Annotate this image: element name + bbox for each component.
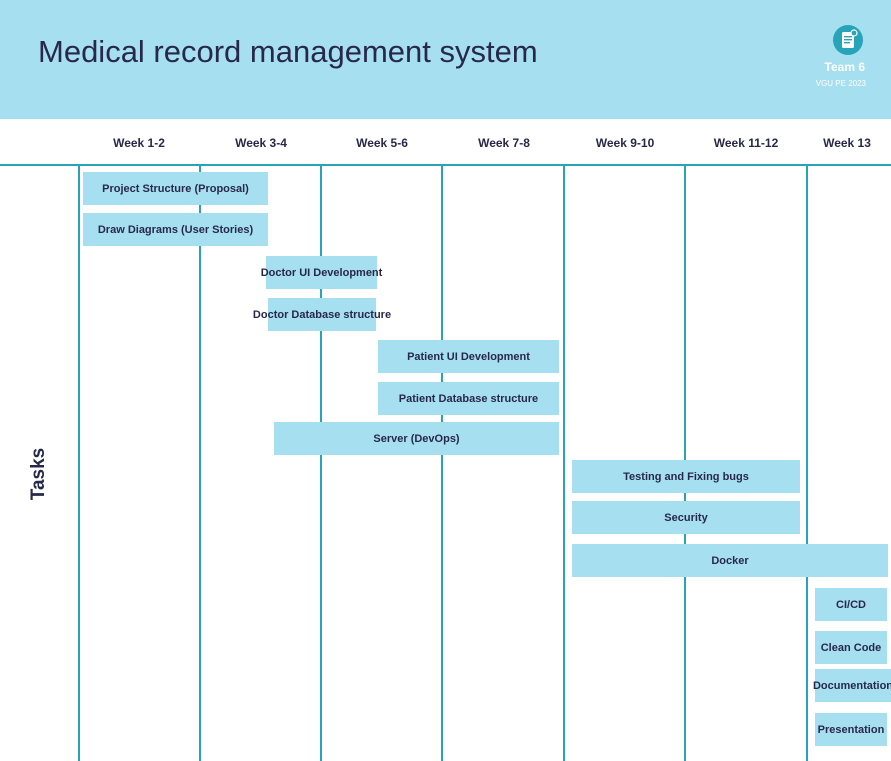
page-title: Medical record management system (38, 34, 538, 69)
team-name: Team 6 (824, 60, 865, 74)
task-bar: Doctor UI Development (261, 256, 382, 289)
task-bar: Server (DevOps) (274, 422, 559, 455)
task-bar: Patient UI Development (378, 340, 559, 373)
task-bar: Security (572, 501, 800, 534)
task-bar: Documentation (813, 669, 891, 702)
tasks-axis-label: Tasks (28, 447, 49, 501)
task-bar: CI/CD (815, 588, 887, 621)
grid-line (806, 166, 808, 761)
grid-line (320, 166, 322, 761)
week-label: Week 5-6 (356, 136, 408, 150)
timeline-divider (0, 164, 891, 166)
week-label: Week 11-12 (713, 136, 779, 150)
grid-line (199, 166, 201, 761)
task-bar: Testing and Fixing bugs (572, 460, 800, 493)
header-banner: Medical record management system Team 6 … (0, 0, 891, 119)
week-label: Week 3-4 (235, 136, 287, 150)
task-bar: Presentation (815, 713, 887, 746)
task-bar: Doctor Database structure (253, 298, 391, 331)
grid-line (78, 166, 80, 761)
week-label: Week 1-2 (113, 136, 165, 150)
week-label: Week 13 (823, 136, 871, 150)
grid-line (563, 166, 565, 761)
week-label: Week 7-8 (478, 136, 530, 150)
task-bar: Draw Diagrams (User Stories) (83, 213, 268, 246)
task-bar: Docker (572, 544, 888, 577)
task-bar: Patient Database structure (378, 382, 559, 415)
task-bar: Clean Code (815, 631, 887, 664)
grid-line (441, 166, 443, 761)
week-label: Week 9-10 (595, 136, 655, 150)
course-subtitle: VGU PE 2023 (815, 79, 866, 88)
task-bar: Project Structure (Proposal) (83, 172, 268, 205)
document-icon (833, 25, 863, 55)
